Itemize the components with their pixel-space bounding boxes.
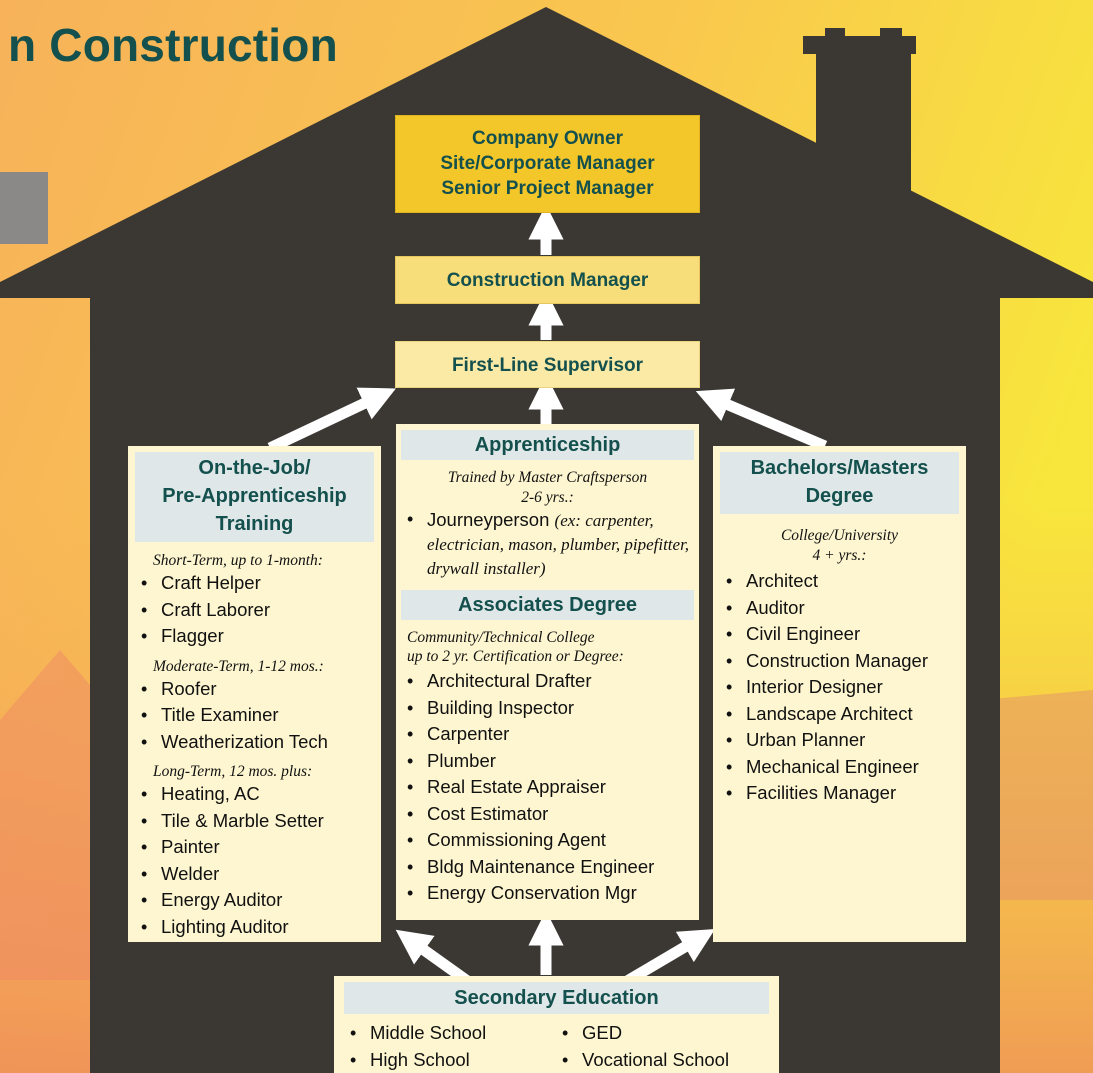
on-the-job-title-1: On-the-Job/	[198, 457, 311, 479]
moderate-term-label: Moderate-Term, 1-12 mos.:	[153, 657, 324, 675]
list-item: Carpenter	[401, 721, 694, 748]
list-item: Vocational School	[556, 1047, 729, 1073]
list-item: High School	[344, 1047, 556, 1073]
secondary-education-panel: Secondary Education Middle School High S…	[334, 976, 779, 1073]
list-item: Commissioning Agent	[401, 827, 694, 854]
list-item: Real Estate Appraiser	[401, 774, 694, 801]
college-label-1: College/University	[780, 527, 899, 544]
on-the-job-header: On-the-Job/ Pre-Apprenticeship Training	[135, 452, 374, 542]
bachelors-title-1: Bachelors/Masters	[750, 457, 929, 479]
gray-block	[0, 172, 48, 244]
list-item: Lighting Auditor	[135, 914, 374, 941]
bachelors-panel: Bachelors/Masters Degree College/Univers…	[713, 446, 966, 942]
list-item: Welder	[135, 861, 374, 888]
on-the-job-title-3: Training	[215, 513, 294, 535]
list-item: Mechanical Engineer	[720, 754, 959, 781]
top-level-line-2: Site/Corporate Manager	[440, 153, 655, 174]
secondary-list-2: GED Vocational School	[556, 1020, 729, 1073]
long-term-list: Heating, AC Tile & Marble Setter Painter…	[135, 781, 374, 940]
list-item: Auditor	[720, 595, 959, 622]
page-title: n Construction	[8, 19, 338, 71]
list-item: Title Examiner	[135, 702, 374, 729]
list-item: Energy Conservation Mgr	[401, 880, 694, 907]
college-label-2: 4 + yrs.:	[812, 547, 867, 564]
first-line-supervisor-box: First-Line Supervisor	[395, 341, 700, 388]
journeyperson-label: Journeyperson	[427, 509, 550, 530]
list-item: Civil Engineer	[720, 621, 959, 648]
list-item: Urban Planner	[720, 727, 959, 754]
list-item: Building Inspector	[401, 695, 694, 722]
secondary-education-header: Secondary Education	[344, 982, 769, 1014]
short-term-list: Craft Helper Craft Laborer Flagger	[135, 570, 374, 650]
on-the-job-title-2: Pre-Apprenticeship	[162, 485, 347, 507]
top-level-box: Company Owner Site/Corporate Manager Sen…	[395, 115, 700, 213]
list-item: Tile & Marble Setter	[135, 808, 374, 835]
moderate-term-list: Roofer Title Examiner Weatherization Tec…	[135, 676, 374, 756]
arrow-right-diag	[695, 388, 828, 452]
list-item: Interior Designer	[720, 674, 959, 701]
arrows	[267, 204, 828, 995]
list-item: Cost Estimator	[401, 801, 694, 828]
secondary-education-columns: Middle School High School GED Vocational…	[344, 1020, 769, 1073]
apprenticeship-label-1: Trained by Master Craftsperson	[447, 469, 648, 486]
secondary-list-1: Middle School High School	[344, 1020, 556, 1073]
short-term-label: Short-Term, up to 1-month:	[153, 552, 323, 569]
top-level-line-1: Company Owner	[472, 128, 623, 149]
list-item: Craft Laborer	[135, 597, 374, 624]
arrow-left-diag	[267, 387, 396, 453]
bachelors-header: Bachelors/Masters Degree	[720, 452, 959, 514]
list-item: Construction Manager	[720, 648, 959, 675]
list-item: Architect	[720, 568, 959, 595]
associates-label-1: Community/Technical College	[407, 629, 595, 646]
bachelors-list: Architect Auditor Civil Engineer Constru…	[720, 568, 959, 807]
list-item: Weatherization Tech	[135, 729, 374, 756]
list-item: Roofer	[135, 676, 374, 703]
associates-list: Architectural Drafter Building Inspector…	[401, 668, 694, 907]
list-item: GED	[556, 1020, 729, 1047]
list-item: Heating, AC	[135, 781, 374, 808]
associates-label-2: up to 2 yr. Certification or Degree:	[407, 648, 624, 665]
construction-manager-label: Construction Manager	[446, 270, 649, 291]
list-item: Bldg Maintenance Engineer	[401, 854, 694, 881]
list-item: Middle School	[344, 1020, 556, 1047]
bachelors-title-2: Degree	[805, 485, 874, 507]
list-item: Painter	[135, 834, 374, 861]
construction-manager-box: Construction Manager	[395, 256, 700, 304]
on-the-job-panel: On-the-Job/ Pre-Apprenticeship Training …	[128, 446, 381, 942]
associates-header: Associates Degree	[401, 590, 694, 620]
journeyperson-note: (ex: carpenter, electrician, mason, plum…	[427, 511, 690, 578]
list-item: Journeyperson (ex: carpenter, electricia…	[401, 508, 694, 580]
apprenticeship-panel: Apprenticeship Trained by Master Craftsp…	[396, 424, 699, 920]
list-item: Flagger	[135, 623, 374, 650]
list-item: Facilities Manager	[720, 780, 959, 807]
list-item: Energy Auditor	[135, 887, 374, 914]
apprenticeship-label-2: 2-6 yrs.:	[521, 489, 574, 506]
list-item: Landscape Architect	[720, 701, 959, 728]
apprenticeship-list: Journeyperson (ex: carpenter, electricia…	[401, 508, 694, 580]
list-item: Architectural Drafter	[401, 668, 694, 695]
list-item: Plumber	[401, 748, 694, 775]
long-term-label: Long-Term, 12 mos. plus:	[153, 763, 313, 780]
list-item: Craft Helper	[135, 570, 374, 597]
apprenticeship-header: Apprenticeship	[401, 430, 694, 460]
top-level-line-3: Senior Project Manager	[441, 178, 654, 199]
first-line-supervisor-label: First-Line Supervisor	[451, 355, 644, 376]
